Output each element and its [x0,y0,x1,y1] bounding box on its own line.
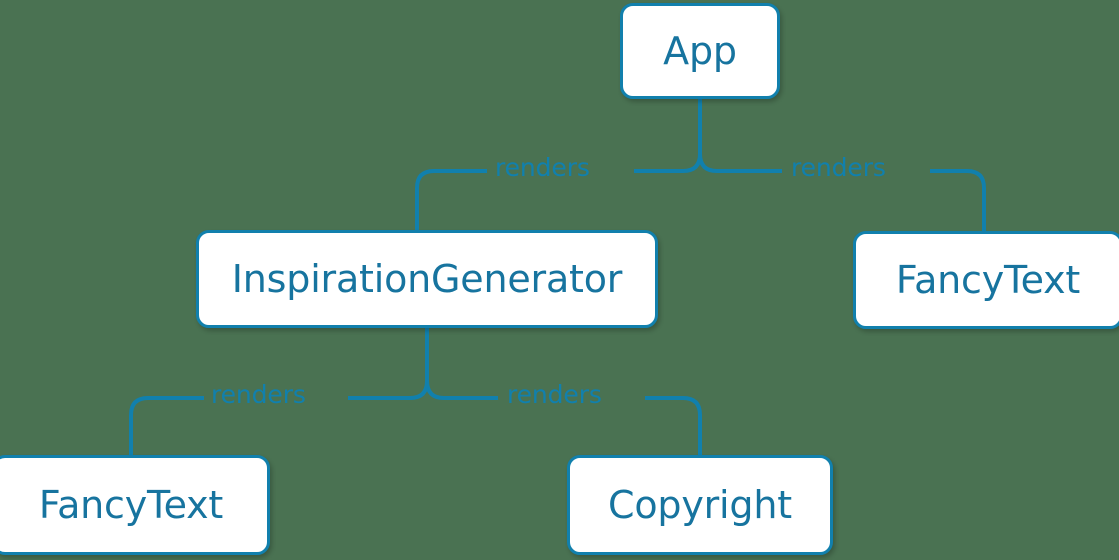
edge-app-to-ig-elbow [415,169,435,230]
edge-app-to-ft-elbow [966,169,986,231]
node-app[interactable]: App [620,3,780,99]
node-fancytext-right[interactable]: FancyText [853,231,1119,329]
edge-label-inspiration-generator-to-copyright: renders [507,380,602,409]
node-fancytext-bottom[interactable]: FancyText [0,455,270,555]
edge-label-app-to-inspiration-generator: renders [495,153,590,182]
edge-app-stem-left [682,153,702,173]
node-inspiration-generator[interactable]: InspirationGenerator [196,230,658,328]
edge-app-stem [698,99,718,173]
node-fancytext-bottom-label: FancyText [38,483,224,527]
edge-ig-stem-left [409,380,429,400]
edge-label-app-to-fancytext-right: renders [791,153,886,182]
edge-ig-stem [425,328,445,400]
edge-ig-to-copyright-elbow [682,396,702,455]
node-copyright-label: Copyright [608,483,792,527]
edge-ig-to-ft-elbow [129,396,149,455]
node-app-label: App [663,29,737,73]
node-fancytext-right-label: FancyText [895,258,1081,302]
node-inspiration-generator-label: InspirationGenerator [231,257,623,301]
edge-label-inspiration-generator-to-fancytext-bottom: renders [211,380,306,409]
node-copyright[interactable]: Copyright [567,455,833,555]
